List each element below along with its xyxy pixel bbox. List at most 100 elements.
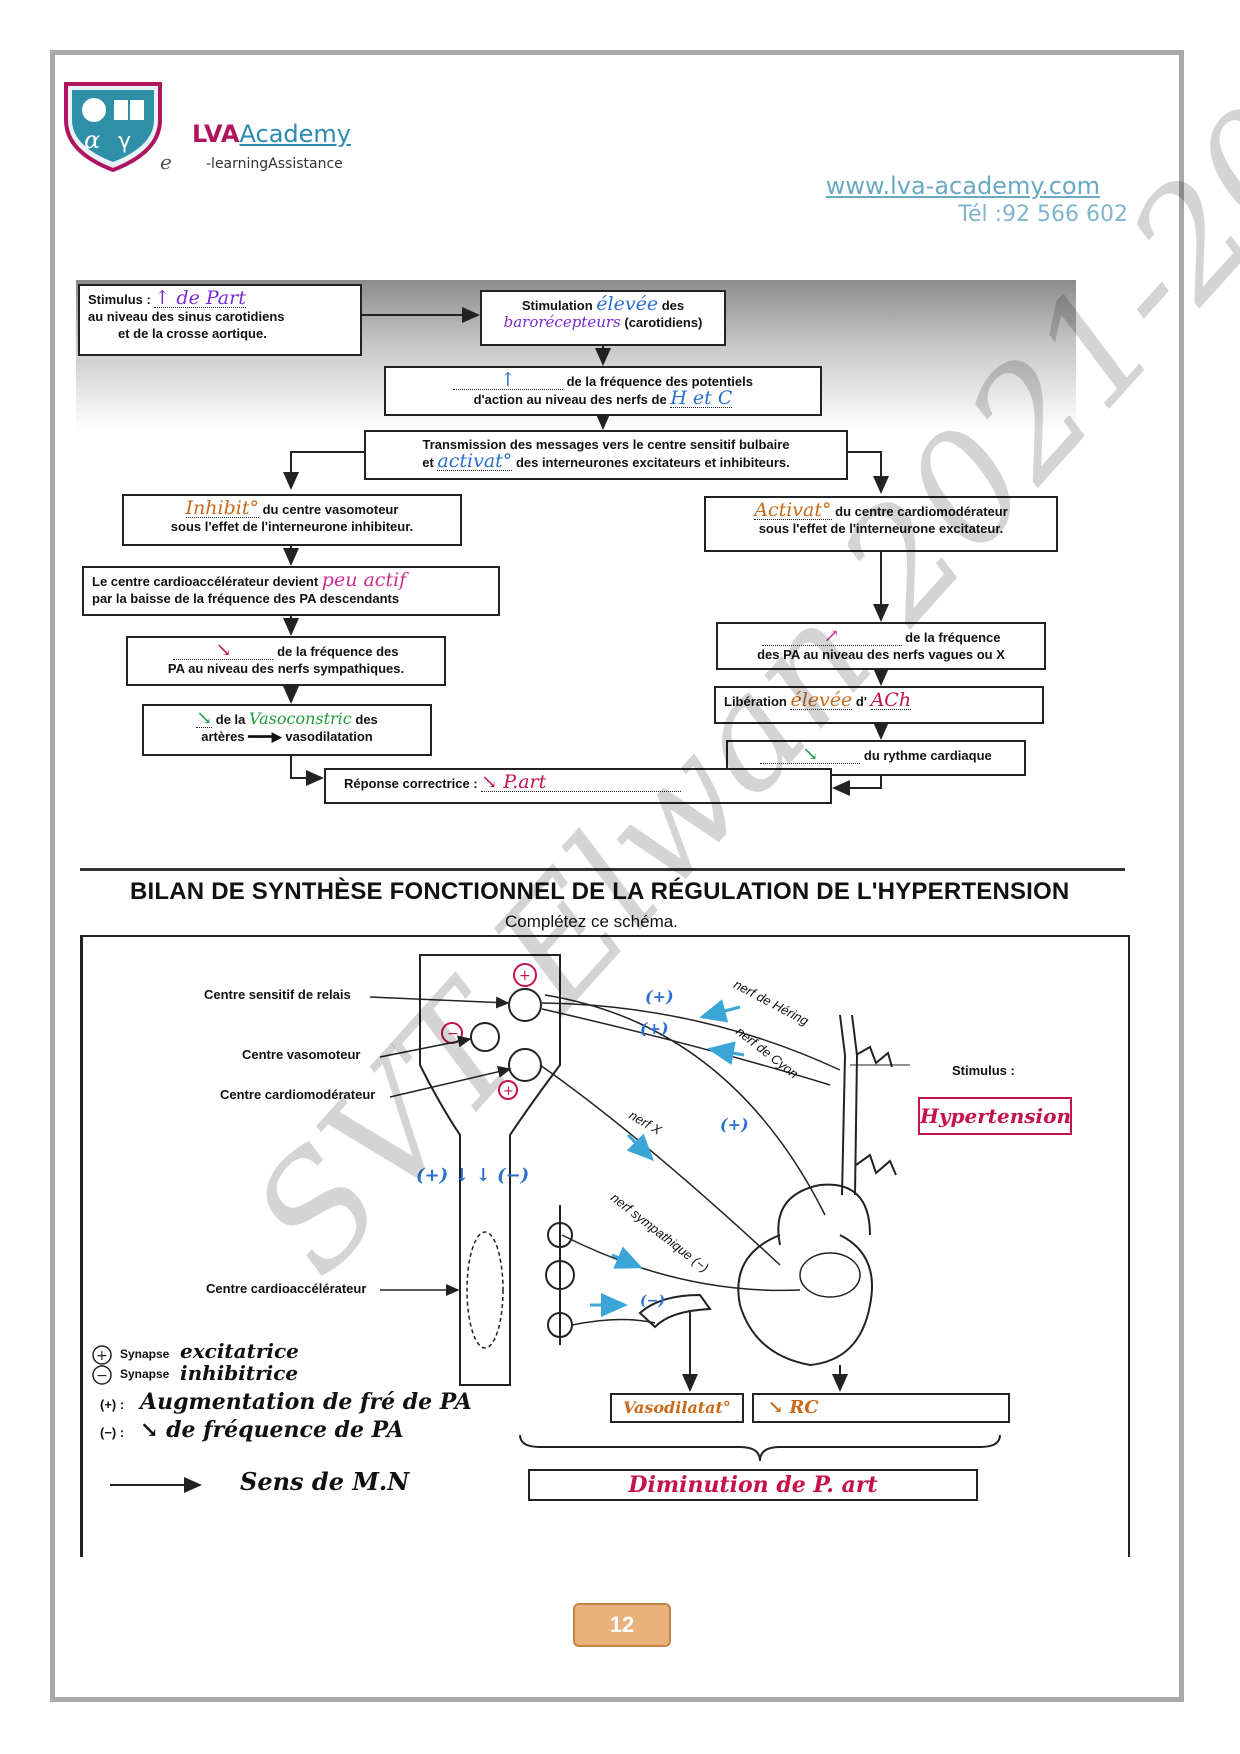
stimulus-answer-hypertension: Hypertension <box>918 1097 1072 1135</box>
stimulation-des: des <box>661 298 685 313</box>
vasodilatation-label: vasodilatation <box>285 729 373 744</box>
response-answer: ↘ P.art <box>481 773 682 792</box>
label-centre-cardiomoderateur: Centre cardiomodérateur <box>220 1087 376 1102</box>
vagus-text-1: de la fréquence <box>905 630 1001 645</box>
cardiomoderator-text-1: du centre cardiomodérateur <box>835 504 1008 519</box>
cardiomoderator-activation-box: Activat° du centre cardiomodérateur sous… <box>704 496 1058 552</box>
sympathetic-frequency-box: ↘ de la fréquence des PA au niveau des n… <box>126 636 446 686</box>
legend-minus-answer: ↘ de fréquence de PA <box>140 1417 404 1443</box>
cardioaccelerator-text-1: Le centre cardioaccélérateur devient <box>92 574 319 589</box>
brand-lva: LVA <box>192 120 240 148</box>
synthesis-diagram: + − + <box>80 935 1130 1565</box>
legend-synapse-plus-answer: excitatrice <box>180 1339 299 1363</box>
bilan-title: BILAN DE SYNTHÈSE FONCTIONNEL DE LA RÉGU… <box>130 878 1070 905</box>
heart-rate-answer: ↘ <box>760 745 861 764</box>
transmission-text-1: Transmission des messages vers le centre… <box>422 437 790 452</box>
stimulus-answer: ↑ de Part <box>154 287 246 309</box>
frequency-text-1: de la fréquence des potentiels <box>566 374 753 389</box>
frequency-answer-2: H et C <box>670 387 733 409</box>
frequency-text-2: d'action au niveau des nerfs de <box>473 392 667 407</box>
vagus-answer: ↗ <box>761 627 902 646</box>
result-blood-pressure: Diminution de P. art <box>528 1469 978 1501</box>
brand-academy: Academy <box>239 120 351 148</box>
sign-minus: (−) <box>640 1293 665 1309</box>
stimulus-line2: au niveau des sinus carotidiens <box>88 309 285 324</box>
corrective-response-box: Réponse correctrice : ↘ P.art <box>324 768 832 804</box>
svg-text:+: + <box>503 1084 514 1099</box>
diagram-border <box>80 935 1130 1557</box>
vasoconstriction-box: ↘ de la Vasoconstric des artères ━━━▶ va… <box>142 704 432 756</box>
bilan-subtitle: Complétez ce schéma. <box>505 912 678 931</box>
label-centre-sensitif: Centre sensitif de relais <box>204 987 351 1002</box>
regulation-flowchart: Stimulus : ↑ de Part au niveau des sinus… <box>76 280 1076 860</box>
stimulus-prefix: Stimulus : <box>88 292 151 307</box>
activation-answer: Activat° <box>754 499 832 521</box>
page-number: 12 <box>573 1603 671 1647</box>
lva-academy-logo: α γ <box>64 82 162 172</box>
vagus-frequency-box: ↗ de la fréquence des PA au niveau des n… <box>716 622 1046 670</box>
svg-text:−: − <box>447 1026 459 1042</box>
stimulus-label: Stimulus : <box>952 1063 1015 1078</box>
vasoconstriction-arrow-answer: ↘ <box>196 707 213 729</box>
result-heart-rate: ↘ RC <box>752 1393 1010 1423</box>
transmission-box: Transmission des messages vers le centre… <box>364 430 848 480</box>
sympathetic-answer: ↘ <box>173 641 274 660</box>
label-centre-vasomoteur: Centre vasomoteur <box>242 1047 361 1062</box>
phone-number: Tél :92 566 602 <box>958 202 1128 227</box>
frequency-answer: ↑ <box>452 371 563 390</box>
stimulus-box: Stimulus : ↑ de Part au niveau des sinus… <box>78 284 362 356</box>
stimulation-prefix: Stimulation <box>521 298 593 313</box>
sympathetic-text-2: PA au niveau des nerfs sympathiques. <box>167 661 405 676</box>
arteres-label: artères <box>201 729 245 744</box>
stimulation-suffix: (carotidiens) <box>624 315 703 330</box>
ach-text-1: Libération <box>724 694 787 709</box>
sign-plus-1: (+) <box>645 987 674 1006</box>
cardioaccelerator-answer: peu actif <box>321 569 407 591</box>
brand-name: LVAAcademy <box>192 120 351 148</box>
ach-text-2: d' <box>855 694 867 709</box>
frequency-box: ↑ de la fréquence des potentiels d'actio… <box>384 366 822 416</box>
vasoconstriction-answer: Vasoconstric <box>249 709 352 728</box>
vasomotor-text-1: du centre vasomoteur <box>262 502 399 517</box>
svg-text:γ: γ <box>118 129 131 154</box>
cardiomoderator-text-2: sous l'effet de l'interneurone excitateu… <box>758 521 1004 536</box>
legend-synapse-plus-label: Synapse <box>120 1347 170 1361</box>
stimulation-box: Stimulation élevée des barorécepteurs (c… <box>480 290 726 346</box>
vasomotor-inhibition-box: Inhibit° du centre vasomoteur sous l'eff… <box>122 494 462 546</box>
sympathetic-text-1: de la fréquence des <box>277 644 399 659</box>
sign-plus-2: (+) <box>640 1019 669 1038</box>
vagus-text-2: des PA au niveau des nerfs vagues ou X <box>757 647 1005 662</box>
stimulation-answer-2: barorécepteurs <box>503 313 621 331</box>
synthesis-drawing: + − + <box>92 954 1001 1493</box>
e-letter: e <box>160 150 172 174</box>
bold-arrow-icon: ━━━▶ <box>248 729 282 744</box>
vasoconstriction-text-2: des <box>355 712 378 727</box>
sign-plus-nerfx: (+) <box>720 1115 749 1134</box>
signs-centre: (+) ↓ ↓ (−) <box>416 1165 530 1186</box>
flowchart-arrows <box>283 307 889 796</box>
svg-text:α: α <box>84 126 100 154</box>
tagline: -learningAssistance <box>206 156 343 172</box>
vasomotor-text-2: sous l'effet de l'interneurone inhibiteu… <box>170 519 414 534</box>
legend-arrow-answer: Sens de M.N <box>240 1467 410 1496</box>
ach-answer: élevée <box>790 689 853 711</box>
ach-answer-2: ACh <box>870 689 912 711</box>
response-prefix: Réponse correctrice : <box>344 776 478 791</box>
cardioaccelerator-box: Le centre cardioaccélérateur devient peu… <box>82 566 500 616</box>
transmission-text-2: des interneurones excitateurs et inhibit… <box>515 455 790 470</box>
section-divider <box>80 868 1125 871</box>
transmission-answer: activat° <box>437 450 513 472</box>
svg-text:+: + <box>96 1348 108 1364</box>
cardioaccelerator-text-2: par la baisse de la fréquence des PA des… <box>92 591 400 606</box>
ach-release-box: Libération élevée d' ACh <box>714 686 1044 724</box>
page-frame <box>50 50 1184 1702</box>
vasoconstriction-text-1: de la <box>215 712 246 727</box>
legend-minus-prefix: (−) : <box>100 1425 125 1440</box>
legend-plus-prefix: (+) : <box>100 1397 125 1412</box>
label-centre-cardioaccelerateur: Centre cardioaccélérateur <box>206 1281 367 1296</box>
legend-synapse-minus-answer: inhibitrice <box>180 1361 299 1385</box>
result-vasodilatation: Vasodilatat° <box>610 1393 744 1423</box>
svg-text:+: + <box>519 968 531 984</box>
website-link[interactable]: www.lva-academy.com <box>825 172 1100 200</box>
heart-rate-text: du rythme cardiaque <box>863 748 992 763</box>
